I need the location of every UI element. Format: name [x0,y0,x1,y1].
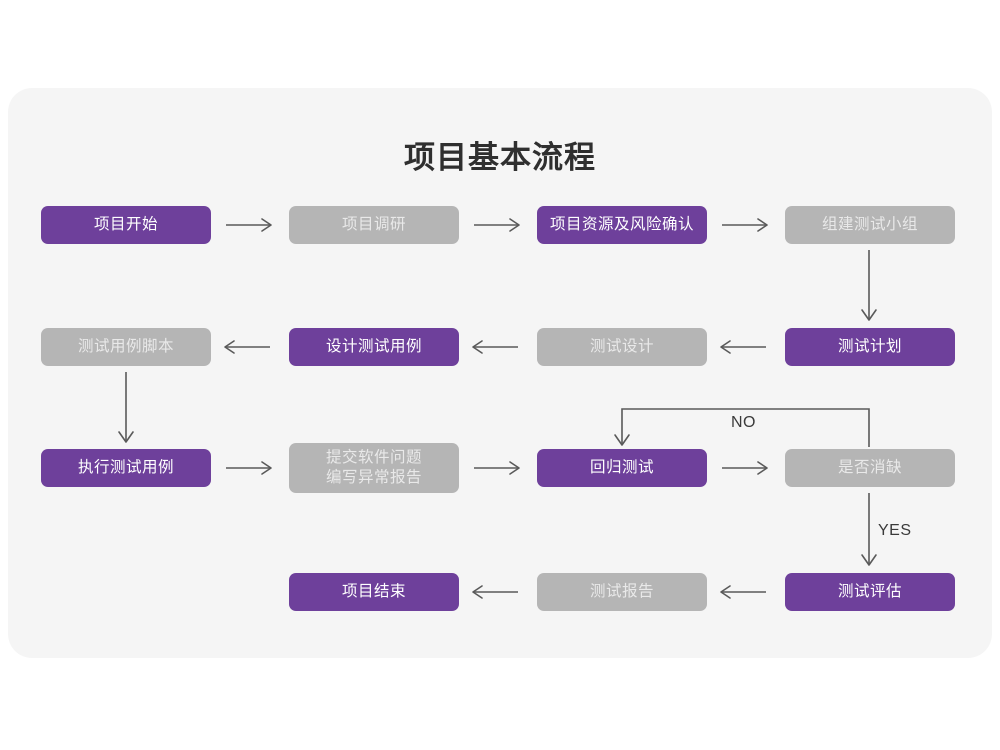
node-build-test-team[interactable]: 组建测试小组 [785,206,955,244]
node-label: 组建测试小组 [821,216,918,233]
node-label: 测试设计 [589,338,654,355]
node-execute-test-case[interactable]: 执行测试用例 [41,449,211,487]
node-project-end[interactable]: 项目结束 [289,573,459,611]
node-design-test-case[interactable]: 设计测试用例 [289,328,459,366]
node-test-design[interactable]: 测试设计 [537,328,707,366]
node-label: 测试报告 [589,583,654,600]
node-label: 项目资源及风险确认 [549,216,694,233]
node-label: 项目调研 [341,216,406,233]
node-label: 项目开始 [93,216,158,233]
node-label: 回归测试 [589,459,654,476]
node-label: 测试计划 [837,338,902,355]
node-project-start[interactable]: 项目开始 [41,206,211,244]
node-label: 执行测试用例 [77,459,174,476]
flowchart-card [8,88,992,658]
node-test-evaluation[interactable]: 测试评估 [785,573,955,611]
node-label: 设计测试用例 [325,338,422,355]
node-resource-risk-confirm[interactable]: 项目资源及风险确认 [537,206,707,244]
edge-label-yes: YES [878,522,912,539]
node-test-case-script[interactable]: 测试用例脚本 [41,328,211,366]
edge-label-no: NO [731,414,756,431]
node-label: 提交软件问题 编写异常报告 [325,449,422,486]
node-label: 测试用例脚本 [77,338,174,355]
node-test-plan[interactable]: 测试计划 [785,328,955,366]
node-label: 测试评估 [837,583,902,600]
node-test-report[interactable]: 测试报告 [537,573,707,611]
node-label: 是否消缺 [837,459,902,476]
node-label: 项目结束 [341,583,406,600]
node-defect-cleared[interactable]: 是否消缺 [785,449,955,487]
node-project-research[interactable]: 项目调研 [289,206,459,244]
node-submit-issue-report[interactable]: 提交软件问题 编写异常报告 [289,443,459,493]
page-title: 项目基本流程 [404,140,596,175]
node-regression-test[interactable]: 回归测试 [537,449,707,487]
